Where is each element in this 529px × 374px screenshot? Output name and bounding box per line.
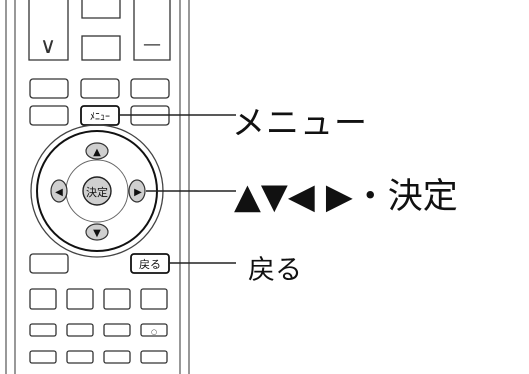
menu-callout-label: メニュー: [232, 103, 368, 142]
channel-down-button: [28, 0, 69, 61]
enter-key-label: 決定: [86, 185, 108, 199]
square-button-2: [66, 288, 94, 310]
enter-key: [82, 176, 112, 206]
left-key: [50, 179, 68, 203]
chevron-down-icon: ∨: [40, 34, 56, 59]
small-button-3: [103, 323, 131, 337]
volume-down-button: [133, 0, 171, 61]
small-button-2: [66, 323, 94, 337]
bottom-button-2: [66, 350, 94, 364]
dot-icon: ○: [151, 328, 157, 336]
minus-icon: —: [143, 34, 161, 55]
menu-key-label: ﾒﾆｭｰ: [90, 112, 110, 123]
back-callout-label: 戻る: [248, 255, 302, 286]
square-button-1: [29, 288, 57, 310]
down-key: [85, 223, 109, 241]
center-small-button: [81, 35, 121, 61]
nav-callout-label: ▲▼◀ ▶・決定: [234, 177, 458, 217]
bottom-button-3: [103, 350, 131, 364]
left-arrow-icon: ◀: [55, 187, 63, 198]
row2-button-left: [29, 105, 69, 126]
square-button-4: [140, 288, 168, 310]
down-arrow-icon: ▼: [93, 228, 101, 239]
bottom-button-1: [29, 350, 57, 364]
row1-button-left: [29, 78, 69, 99]
bottom-button-4: [140, 350, 168, 364]
up-arrow-icon: ▲: [93, 147, 101, 158]
row1-button-right: [130, 78, 170, 99]
top-center-button: [81, 0, 121, 19]
right-arrow-icon: ▶: [134, 187, 142, 198]
back-key-label: 戻る: [139, 258, 161, 271]
row1-button-center: [80, 78, 120, 99]
right-key: [128, 179, 146, 203]
up-key: [85, 142, 109, 160]
small-button-4: [140, 323, 168, 337]
small-button-1: [29, 323, 57, 337]
row3-button-left: [29, 253, 69, 274]
square-button-3: [103, 288, 131, 310]
